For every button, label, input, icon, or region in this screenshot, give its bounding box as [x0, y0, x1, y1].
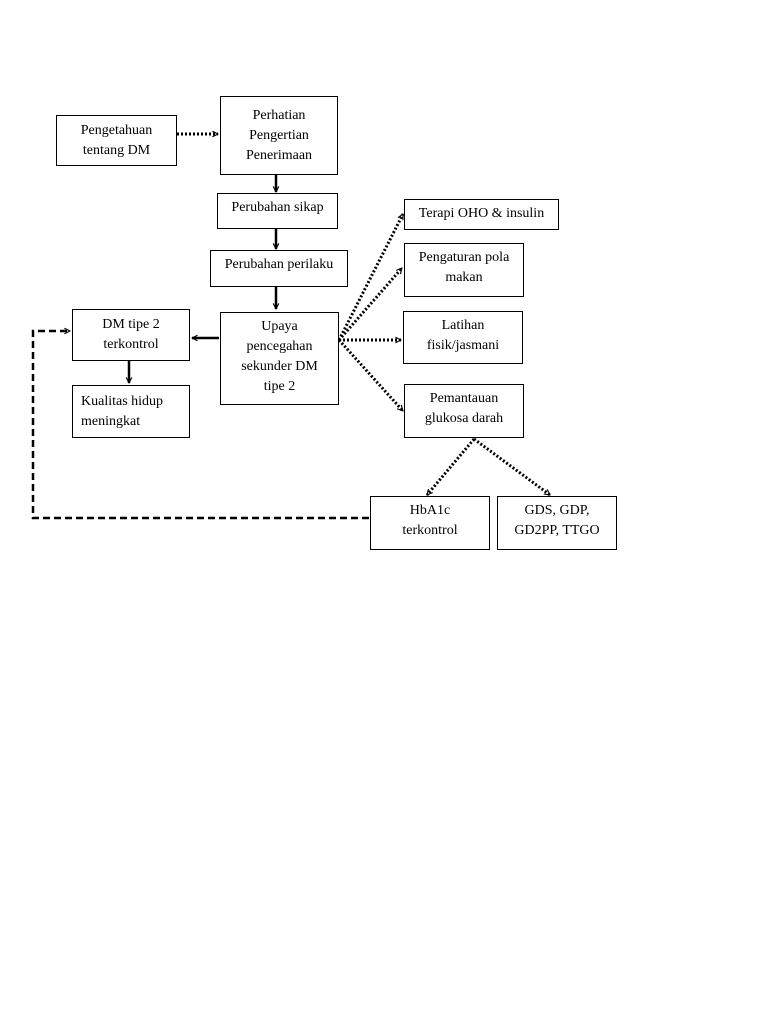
node-kualitas-hidup: Kualitas hidup meningkat	[72, 385, 190, 438]
node-terapi-label: Terapi OHO & insulin	[418, 206, 545, 221]
node-terapi: Terapi OHO & insulin	[404, 199, 559, 230]
node-pola-makan-line-2: makan	[445, 270, 483, 285]
node-latihan: Latihan fisik/jasmani	[403, 311, 523, 364]
node-gds-line-2: GD2PP, TTGO	[514, 523, 600, 538]
node-dm-terkontrol-line-2: terkontrol	[103, 337, 159, 352]
node-upaya-line-4: tipe 2	[263, 379, 296, 394]
node-upaya-line-3: sekunder DM	[241, 359, 318, 374]
node-pemantauan-line-2: glukosa darah	[424, 411, 504, 426]
node-pemantauan: Pemantauan glukosa darah	[404, 384, 524, 438]
node-upaya: Upaya pencegahan sekunder DM tipe 2	[220, 312, 339, 405]
node-pola-makan-line-1: Pengaturan pola	[418, 250, 510, 265]
node-pengetahuan: Pengetahuan tentang DM	[56, 115, 177, 166]
node-dm-terkontrol-line-1: DM tipe 2	[102, 317, 160, 332]
node-perhatian-line-3: Penerimaan	[245, 147, 313, 163]
node-perhatian-line-1: Perhatian	[252, 107, 306, 123]
node-upaya-line-2: pencegahan	[246, 339, 313, 354]
node-perhatian: Perhatian Pengertian Penerimaan	[220, 96, 338, 175]
node-perubahan-perilaku: Perubahan perilaku	[210, 250, 348, 287]
node-upaya-line-1: Upaya	[261, 319, 298, 334]
node-kualitas-hidup-line-2: meningkat	[81, 413, 141, 429]
node-latihan-line-1: Latihan	[441, 318, 485, 333]
node-kualitas-hidup-line-1: Kualitas hidup	[81, 393, 164, 409]
node-perubahan-sikap-label: Perubahan sikap	[231, 200, 324, 215]
node-pengetahuan-line-2: tentang DM	[82, 142, 151, 158]
node-latihan-line-2: fisik/jasmani	[426, 338, 500, 353]
node-perhatian-line-2: Pengertian	[249, 127, 309, 143]
node-pemantauan-line-1: Pemantauan	[429, 391, 499, 406]
arrow-hba1c-to-dm-terkontrol	[31, 331, 369, 520]
node-gds: GDS, GDP, GD2PP, TTGO	[497, 496, 617, 550]
node-gds-line-1: GDS, GDP,	[524, 503, 590, 518]
node-pola-makan: Pengaturan pola makan	[404, 243, 524, 297]
node-hba1c-line-1: HbA1c	[409, 503, 451, 518]
node-hba1c: HbA1c terkontrol	[370, 496, 490, 550]
arrow-upaya-to-terapi	[337, 214, 405, 341]
node-perubahan-perilaku-label: Perubahan perilaku	[224, 257, 334, 272]
node-perubahan-sikap: Perubahan sikap	[217, 193, 338, 229]
node-dm-terkontrol: DM tipe 2 terkontrol	[72, 309, 190, 361]
arrow-pemantauan-to-gds	[473, 437, 550, 497]
arrow-upaya-to-pemantauan	[337, 338, 405, 413]
arrow-pemantauan-to-hba1c	[425, 438, 476, 496]
node-hba1c-line-2: terkontrol	[402, 523, 458, 538]
node-pengetahuan-line-1: Pengetahuan	[80, 122, 153, 138]
